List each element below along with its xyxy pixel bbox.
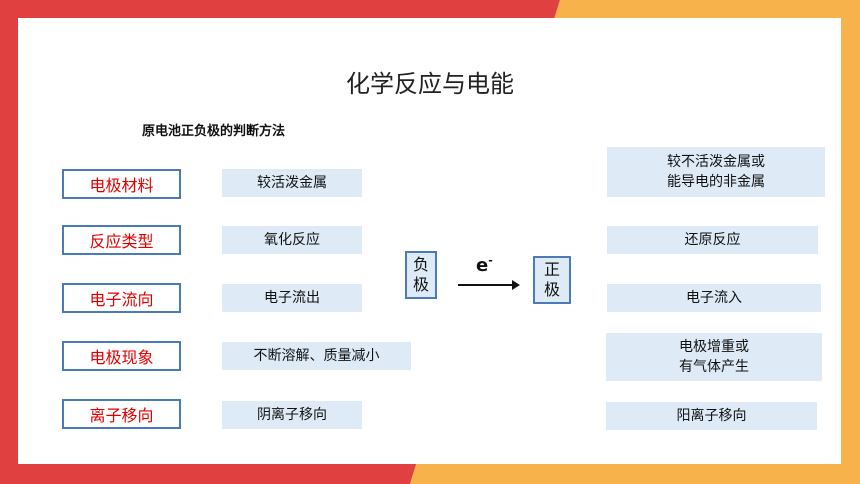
positive-cell-electrode-phenomenon: 电极增重或 有气体产生: [606, 333, 822, 381]
negative-cell-text: 不断溶解、质量减小: [253, 348, 380, 364]
negative-electrode-label: 负 极: [412, 255, 429, 294]
negative-cell-electrode-phenomenon: 不断溶解、质量减小: [222, 342, 411, 370]
negative-cell-ion-migration: 阴离子移向: [222, 401, 362, 429]
positive-cell-text: 较不活泼金属或 能导电的非金属: [667, 154, 765, 190]
electron-symbol: e-: [476, 254, 493, 276]
positive-cell-text: 阳离子移向: [676, 408, 747, 424]
negative-electrode-box: 负 极: [405, 251, 437, 299]
row-label-electron-flow: 电子流向: [62, 283, 181, 313]
positive-cell-text: 还原反应: [684, 232, 741, 248]
slide-subtitle: 原电池正负极的判断方法: [142, 124, 286, 139]
negative-cell-text: 电子流出: [264, 290, 320, 306]
positive-electrode-label: 正 极: [543, 260, 560, 299]
positive-cell-electron-flow: 电子流入: [607, 284, 821, 312]
negative-cell-electron-flow: 电子流出: [222, 284, 362, 312]
row-label-electrode-phenomenon: 电极现象: [62, 341, 181, 371]
negative-cell-electrode-material: 较活泼金属: [222, 169, 362, 197]
positive-cell-text: 电极增重或 有气体产生: [679, 339, 749, 375]
electron-charge: -: [488, 254, 493, 267]
positive-cell-reaction-type: 还原反应: [607, 226, 818, 254]
negative-cell-reaction-type: 氧化反应: [222, 226, 362, 254]
negative-cell-text: 氧化反应: [264, 232, 320, 248]
row-label-ion-migration: 离子移向: [62, 399, 181, 429]
positive-cell-ion-migration: 阳离子移向: [606, 402, 817, 430]
electron-letter: e: [476, 255, 489, 276]
row-label-electrode-material: 电极材料: [62, 169, 181, 199]
row-label-reaction-type: 反应类型: [62, 225, 181, 255]
positive-cell-electrode-material: 较不活泼金属或 能导电的非金属: [607, 147, 825, 197]
positive-electrode-box: 正 极: [533, 256, 571, 304]
positive-cell-text: 电子流入: [686, 290, 742, 306]
slide-title: 化学反应与电能: [346, 70, 514, 98]
arrow-right-icon: [458, 280, 520, 290]
negative-cell-text: 阴离子移向: [257, 407, 327, 423]
negative-cell-text: 较活泼金属: [257, 175, 327, 191]
